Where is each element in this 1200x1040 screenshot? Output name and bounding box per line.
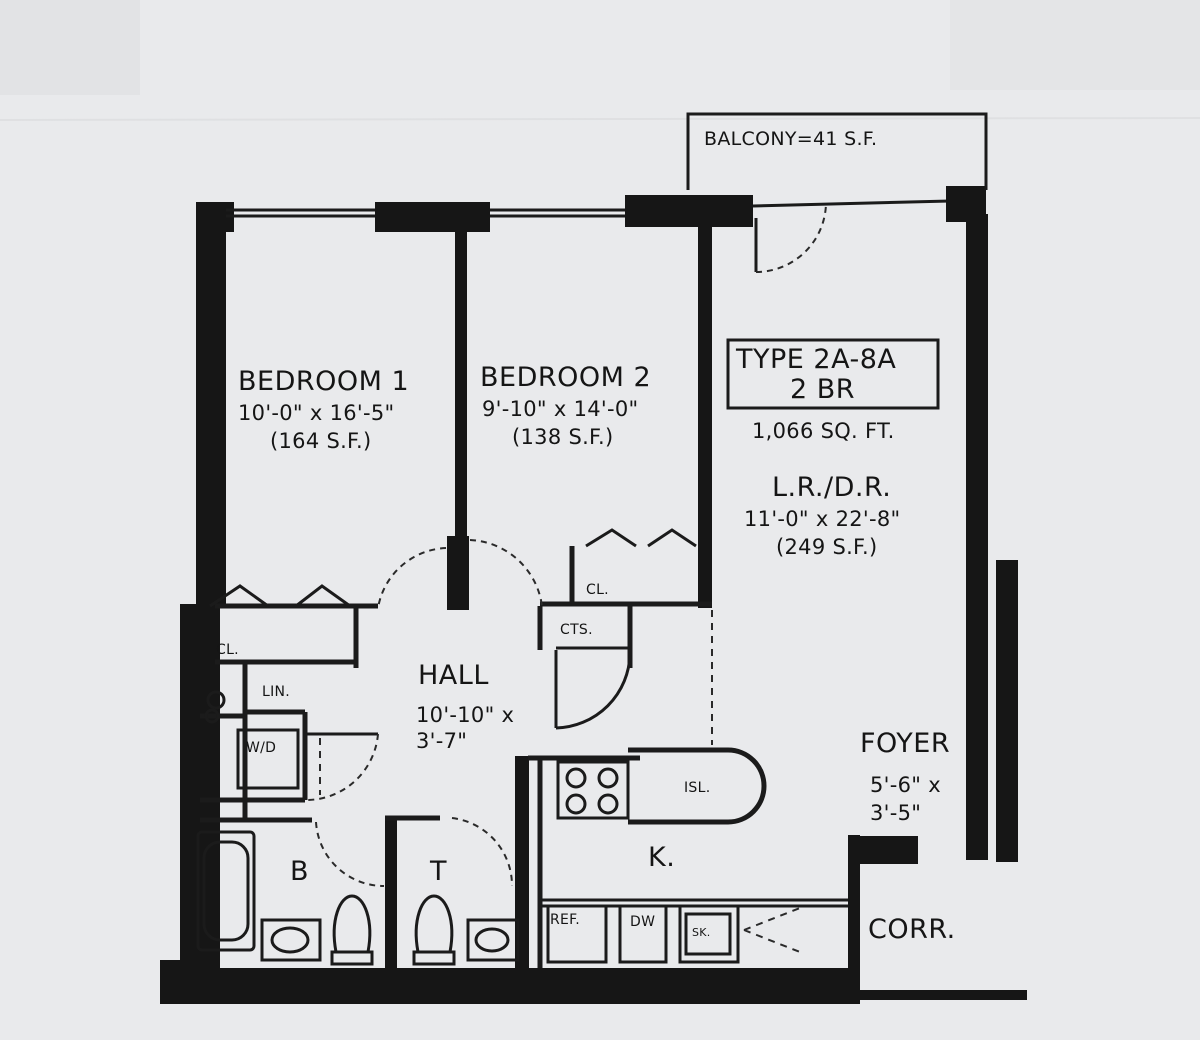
- kitchen-fixtures: [546, 747, 801, 964]
- unit-br-label: 2 BR: [790, 374, 855, 405]
- coats-label: CTS.: [560, 622, 593, 638]
- bedroom2-area: (138 S.F.): [512, 425, 614, 449]
- exterior-walls: [160, 186, 1027, 1004]
- bath-label: B: [290, 856, 309, 887]
- foyer-size-line1: 5'-6" x: [870, 773, 941, 797]
- closet-doors: [209, 528, 697, 608]
- closet2-label: CL.: [586, 582, 609, 598]
- bedroom2-name: BEDROOM 2: [480, 362, 651, 393]
- bedroom1-area: (164 S.F.): [270, 429, 372, 453]
- refrigerator-label: REF.: [550, 912, 580, 928]
- hall-name: HALL: [418, 660, 489, 691]
- island-label: ISL.: [684, 780, 710, 796]
- kitchen-label: K.: [648, 842, 675, 873]
- fixture-labels: CL. CL. LIN. W/D CTS. ISL. REF. DW SK.: [216, 582, 711, 939]
- closet1-label: CL.: [216, 642, 239, 658]
- hall-size-line1: 10'-10" x: [416, 703, 514, 727]
- corridor-label: CORR.: [868, 914, 956, 945]
- hall-size-line2: 3'-7": [416, 729, 467, 753]
- balcony: BALCONY=41 S.F.: [686, 112, 988, 190]
- unit-area-label: 1,066 SQ. FT.: [752, 419, 895, 443]
- room-labels: BEDROOM 1 10'-0" x 16'-5" (164 S.F.) BED…: [238, 344, 956, 945]
- balcony-label: BALCONY=41 S.F.: [704, 128, 877, 150]
- interior-walls: [200, 222, 848, 968]
- toilet-label: T: [429, 856, 447, 887]
- background-sheet-artefacts: [0, 0, 1200, 121]
- lrdr-size: 11'-0" x 22'-8": [744, 507, 900, 531]
- balcony-door: [754, 201, 827, 273]
- bedroom2-size: 9'-10" x 14'-0": [482, 397, 638, 421]
- bedroom1-size: 10'-0" x 16'-5": [238, 401, 394, 425]
- lrdr-area: (249 S.F.): [776, 535, 878, 559]
- bedroom1-name: BEDROOM 1: [238, 366, 409, 397]
- foyer-name: FOYER: [860, 728, 950, 759]
- linen-label: LIN.: [262, 684, 290, 700]
- lrdr-name: L.R./D.R.: [772, 472, 891, 503]
- sink-label: SK.: [692, 926, 711, 939]
- foyer-size-line2: 3'-5": [870, 801, 921, 825]
- door-swings: [304, 539, 632, 888]
- unit-type-label: TYPE 2A-8A: [735, 344, 896, 375]
- bath-fixtures: [196, 690, 520, 966]
- washer-dryer-label: W/D: [246, 740, 276, 756]
- unit-type-box: [726, 338, 940, 410]
- dishwasher-label: DW: [630, 914, 655, 930]
